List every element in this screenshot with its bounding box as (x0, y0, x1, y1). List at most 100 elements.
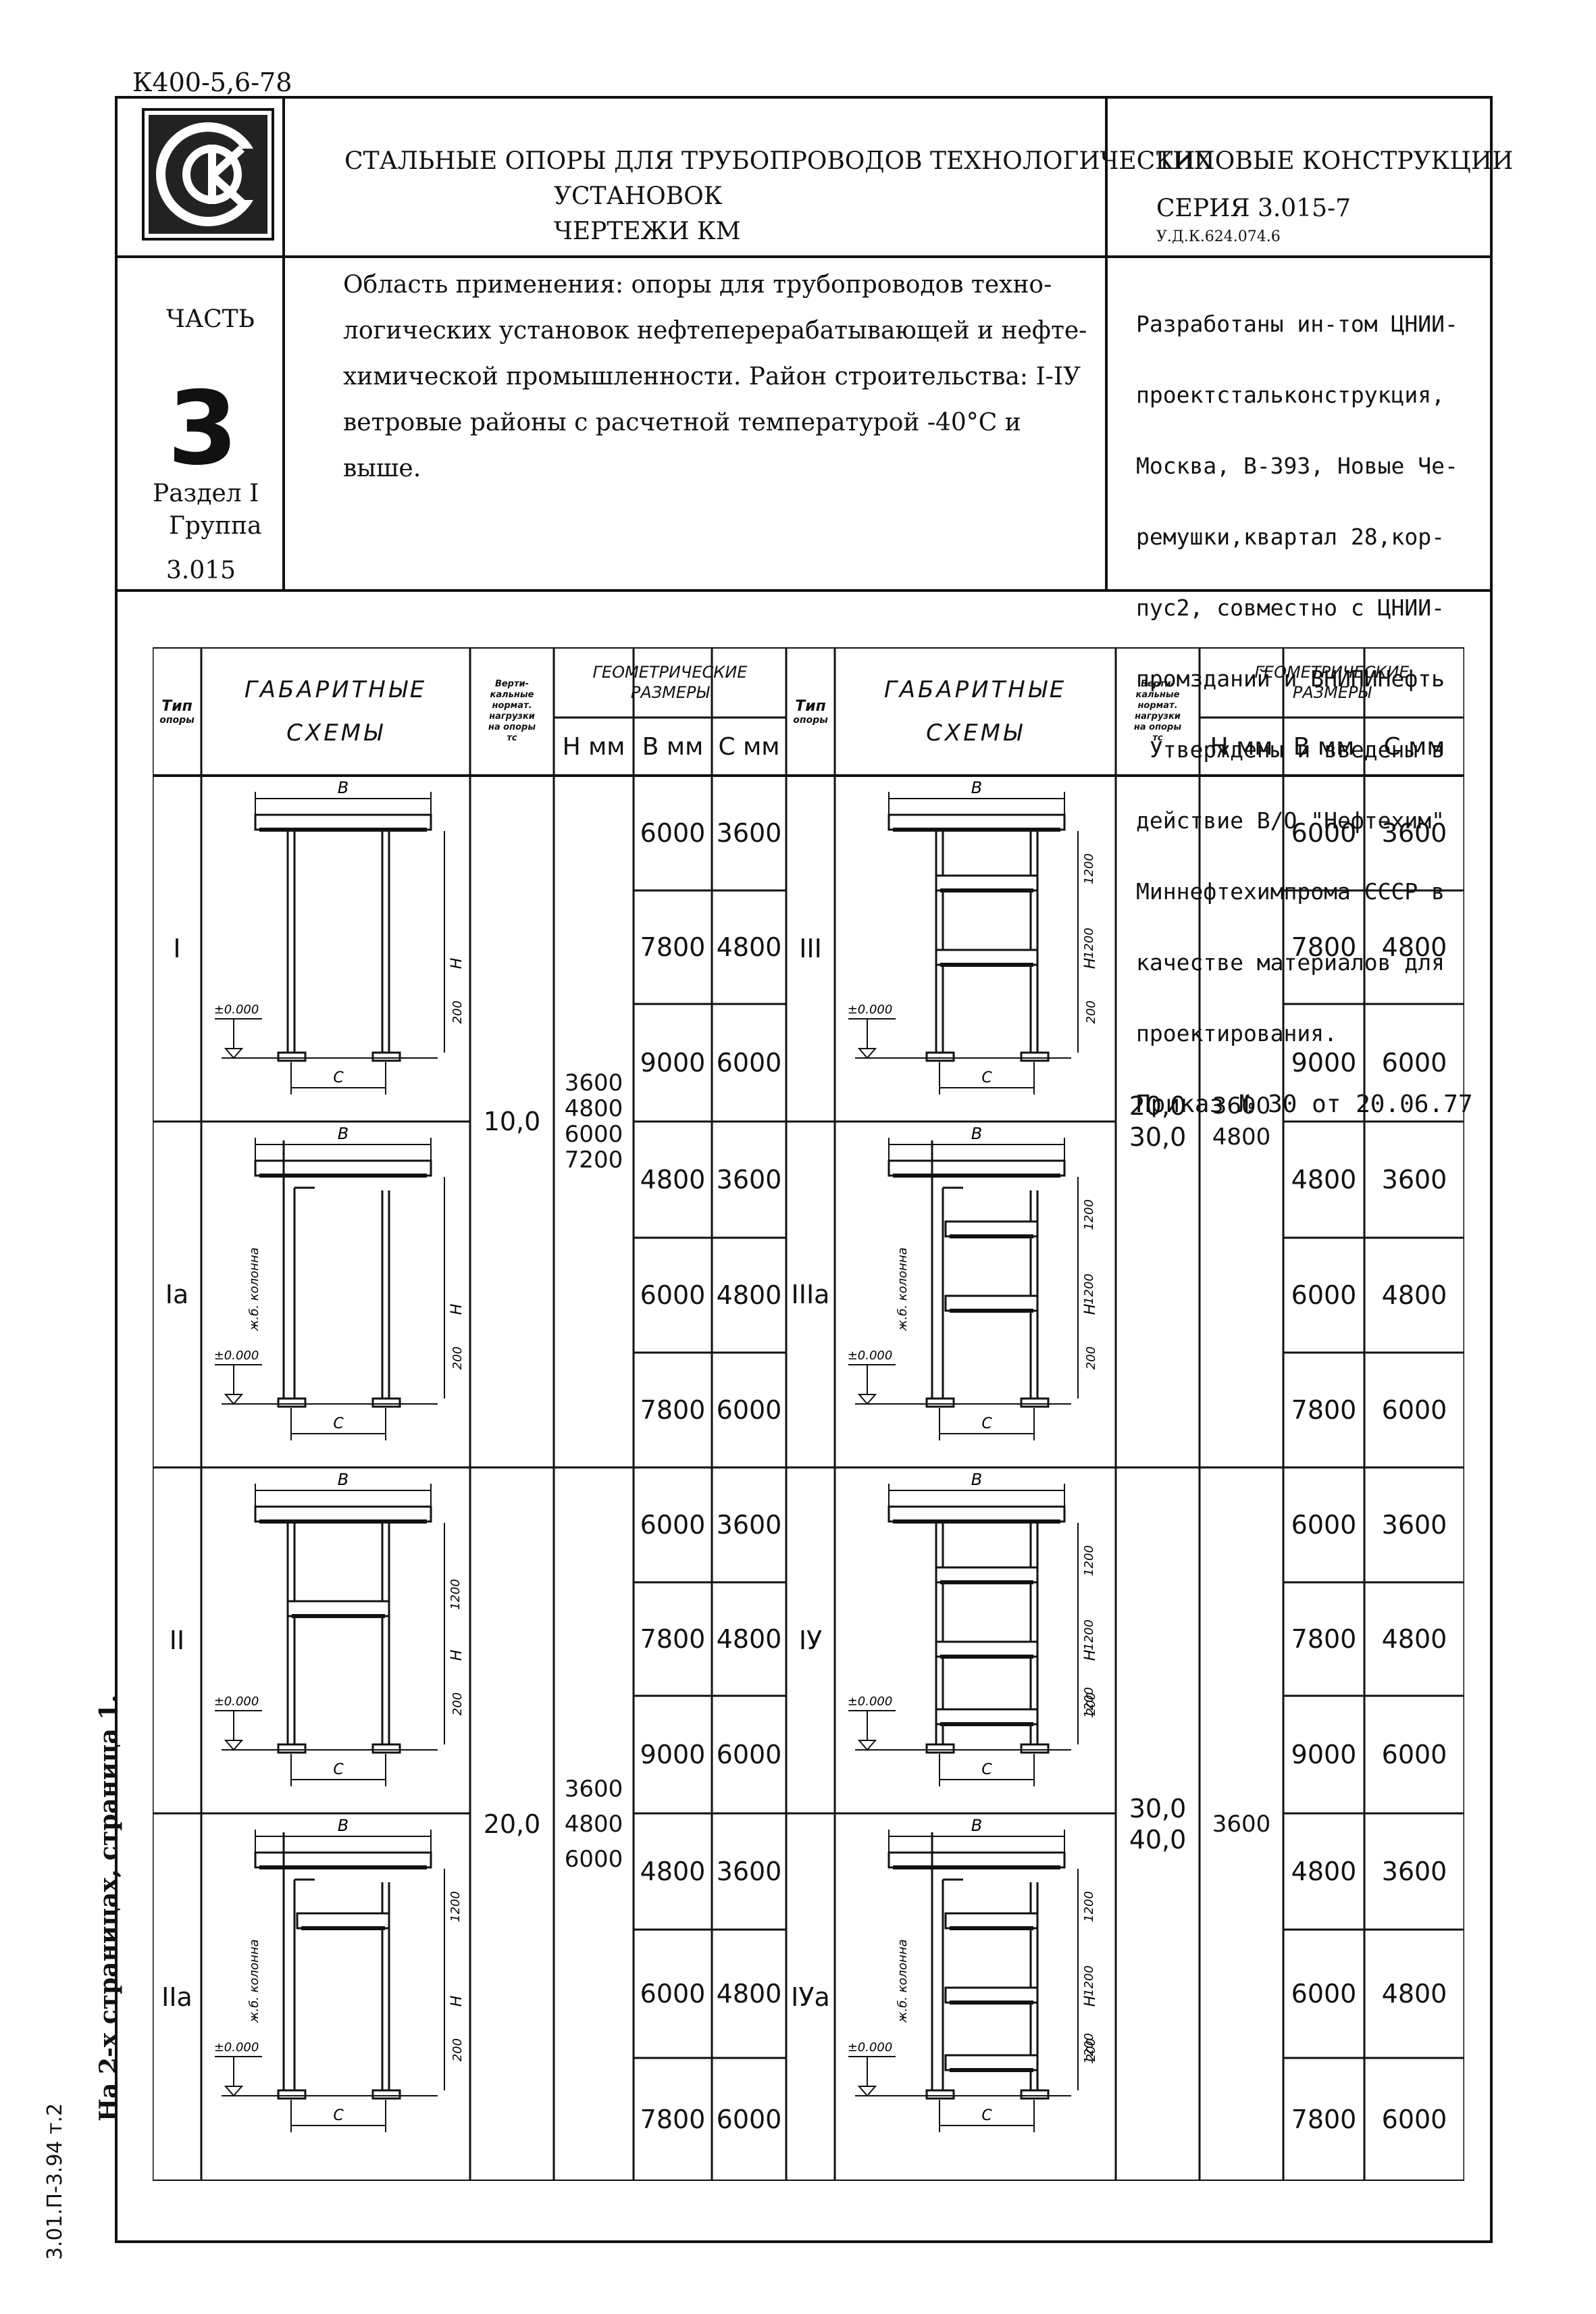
hdr-load-line: нормат. (492, 701, 532, 711)
level-marker (857, 2086, 877, 2097)
label-1200: 1200 (1082, 928, 1096, 959)
level-label: ±0.000 (848, 2040, 893, 2055)
label-h: Н (1082, 1650, 1099, 1661)
label-1200: 1200 (448, 1891, 463, 1922)
mid-crossbeam (296, 1912, 390, 1930)
top-crossbeam (254, 1505, 432, 1523)
dev-line: пус2, совместно с ЦНИИ- (1136, 595, 1445, 621)
hdr-geom-line: ГЕОМЕТРИЧЕСКИЕ (1254, 663, 1410, 682)
hdr-type-line: Тип (161, 697, 192, 715)
height-right-2: 3600 (1212, 1811, 1271, 1838)
level-marker (857, 1394, 877, 1405)
cell-c: 4800 (716, 932, 782, 962)
cell-b: 6000 (1291, 1280, 1357, 1310)
cell-b: 7800 (1291, 932, 1357, 962)
group-label: Группа (169, 512, 262, 540)
top-crossbeam (887, 1851, 1066, 1869)
header-divider (115, 255, 1493, 258)
doc-title-line1: СТАЛЬНЫЕ ОПОРЫ ДЛЯ ТРУБОПРОВОДОВ ТЕХНОЛО… (344, 147, 1213, 175)
mid-crossbeam (935, 874, 1039, 892)
hdr-geom-right: ГЕОМЕТРИЧЕСКИЕ РАЗМЕРЫ (1200, 647, 1464, 718)
height-left-2: 3600 4800 6000 (564, 1776, 623, 1873)
load-right-1: 20,0 30,0 (1129, 1091, 1187, 1152)
scope-line: логических установок нефтеперерабатывающ… (343, 317, 1087, 345)
label-1200: 1200 (1082, 1545, 1096, 1576)
cell-b: 6000 (640, 1979, 706, 2009)
label-b: В (971, 1816, 982, 1835)
cell-b: 7800 (640, 1624, 706, 1654)
base-plate (925, 1051, 955, 1062)
cell-c: 4800 (1381, 1624, 1447, 1654)
hdr-type-left: Тип опоры (153, 647, 201, 776)
header-vline-2 (1105, 96, 1108, 590)
label-200: 200 (1084, 1001, 1098, 1024)
mid-crossbeam (935, 1566, 1039, 1584)
base-plate (371, 2089, 401, 2100)
dev-line: проектирования. (1136, 1020, 1338, 1047)
label-200: 200 (1084, 2038, 1098, 2061)
cell-c: 4800 (1381, 932, 1447, 962)
hdr-type-line: Тип (795, 697, 826, 715)
mid-crossbeam (935, 1640, 1039, 1658)
type-IVa: IУа (791, 1982, 830, 2012)
mid-crossbeam (944, 1294, 1039, 1312)
hdr-load-line: кальные (490, 690, 534, 700)
base-plate (277, 2089, 307, 2100)
label-h: Н (1082, 958, 1099, 970)
hdr-schemes-right: ГАБАРИТНЫЕ СХЕМЫ (835, 647, 1116, 776)
label-b: В (338, 778, 349, 797)
cell-b: 6000 (1291, 1510, 1357, 1540)
hdr-schemes-line: ГАБАРИТНЫЕ (883, 676, 1067, 703)
side-note-code: 3.01.П-3.94 т.2 (43, 2103, 67, 2260)
column-label: ж.б. колонна (247, 1939, 261, 2023)
label-c: С (333, 1070, 344, 1086)
hdr-geom-line: ГЕОМЕТРИЧЕСКИЕ (592, 663, 748, 682)
level-marker (857, 1048, 877, 1059)
cell-b: 6000 (640, 818, 706, 848)
header-vline-1 (282, 96, 285, 590)
scope-line: выше. (343, 455, 421, 482)
base-plate (277, 1051, 307, 1062)
base-plate (925, 1743, 955, 1754)
label-h: Н (1082, 1304, 1099, 1315)
hdr-load-line: кальные (1135, 690, 1180, 700)
mid-crossbeam (935, 1708, 1039, 1726)
dev-line: промзданий и ВНИПИНефть (1136, 665, 1445, 692)
load-left-1: 10,0 (483, 1107, 541, 1136)
label-h: Н (1082, 1996, 1099, 2007)
base-plate (371, 1743, 401, 1754)
section-label: Раздел I (153, 480, 259, 507)
base-plate (1020, 2089, 1050, 2100)
cell-b: 7800 (1291, 2105, 1357, 2134)
label-1200: 1200 (448, 1579, 463, 1610)
label-1200: 1200 (1082, 1891, 1096, 1922)
label-h: Н (448, 1304, 465, 1315)
type-I: I (173, 934, 181, 963)
mid-crossbeam (286, 1600, 390, 1617)
level-label: ±0.000 (848, 1349, 893, 1363)
header-bottom-line (115, 589, 1493, 592)
level-label: ±0.000 (214, 1003, 259, 1017)
label-200: 200 (1084, 1347, 1098, 1369)
hdr-load-line: на опоры (488, 722, 536, 732)
column-label: ж.б. колонна (896, 1247, 910, 1331)
dev-line: Разработаны ин-том ЦНИИ- (1136, 311, 1458, 337)
mid-crossbeam (944, 1912, 1039, 1930)
top-crossbeam (254, 813, 432, 831)
label-b: В (971, 1470, 982, 1489)
dev-line: качестве материалов для (1136, 949, 1445, 976)
height-right-1: 3600 4800 (1212, 1092, 1271, 1151)
mid-crossbeam (935, 949, 1039, 966)
hdr-load-line: на опоры (1133, 722, 1182, 732)
top-crossbeam (887, 1159, 1066, 1177)
label-b: В (338, 1124, 349, 1143)
label-200: 200 (451, 1347, 465, 1369)
hdr-load-line: Верти- (1140, 679, 1175, 689)
hdr-type-line: опоры (793, 714, 828, 726)
group-number: 3.015 (166, 557, 236, 584)
logo (142, 108, 274, 241)
base-plate (371, 1397, 401, 1408)
hdr-geom-line: РАЗМЕРЫ (1292, 683, 1372, 702)
cell-b: 4800 (1291, 1857, 1357, 1886)
cell-c: 6000 (1381, 1740, 1447, 1769)
